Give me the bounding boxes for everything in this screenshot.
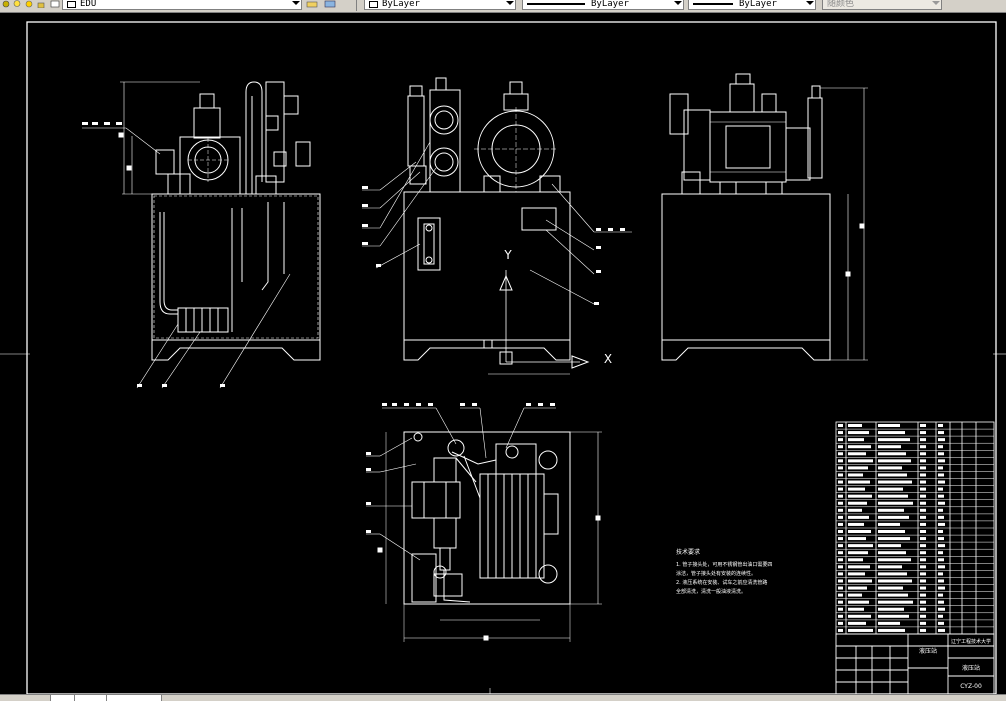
tech-req-line-2: 涂洁，管子接头处有安装的连续性。 [676, 570, 756, 577]
title-block: 液压站 辽宁工程技术大学 液压站 CYZ-00 [835, 421, 995, 695]
lightbulb-icon[interactable] [12, 0, 22, 8]
layer-state-icon[interactable] [1, 0, 11, 8]
plotstyle-dropdown[interactable]: 随颜色 [822, 0, 942, 10]
technical-requirements: 技术要求 1. 管子接头处，可用不锈钢管出油口需要四 涂洁，管子接头处有安装的连… [676, 548, 772, 595]
layout-tab-bar [0, 694, 1006, 701]
end-tank [661, 193, 831, 341]
linetype-dropdown[interactable]: ByLayer [522, 0, 684, 10]
side-view-labels [362, 186, 625, 305]
front-view [82, 81, 321, 389]
sun-freeze-icon[interactable] [24, 0, 34, 8]
chevron-down-icon [506, 1, 514, 5]
tab-layout-2[interactable] [106, 695, 162, 701]
linetype-dropdown-value: ByLayer [591, 0, 629, 9]
chevron-down-icon [674, 1, 682, 5]
axis-y-label: Y [503, 248, 512, 262]
make-current-layer-icon[interactable] [306, 0, 319, 8]
school-name: 辽宁工程技术大学 [951, 638, 991, 645]
chevron-down-icon [932, 1, 940, 5]
lock-icon[interactable] [36, 0, 46, 8]
tech-req-title: 技术要求 [676, 548, 700, 556]
plotstyle-dropdown-value: 随颜色 [827, 0, 855, 9]
side-tank [403, 191, 571, 341]
end-motor [709, 111, 787, 183]
drawing-canvas[interactable]: Y X [0, 12, 1006, 696]
tech-req-line-4: 全部清洗，清洗一般油液清洗。 [676, 588, 746, 595]
front-tank-feet [151, 340, 321, 361]
linetype-preview [527, 3, 585, 5]
tech-req-line-3: 2. 液压系统在安装、试车之前应清洗管路 [676, 579, 767, 586]
side-sight-glass [417, 217, 441, 271]
toolbar-separator [356, 0, 357, 11]
plan-view [366, 407, 602, 642]
color-swatch [369, 1, 378, 8]
front-tank [151, 193, 321, 341]
lineweight-dropdown-value: ByLayer [739, 0, 777, 9]
lineweight-dropdown[interactable]: ByLayer [688, 0, 816, 10]
drawing-name: 液压站 [919, 647, 937, 655]
tab-model[interactable] [50, 695, 76, 701]
plan-view-labels [366, 403, 555, 533]
lineweight-preview [693, 3, 733, 5]
properties-toolbar: EDU ByLayer ByLayer ByLayer 随颜色 [0, 0, 1006, 13]
tech-req-line-1: 1. 管子接头处，可用不锈钢管出油口需要四 [676, 561, 772, 568]
color-dropdown-value: ByLayer [382, 0, 420, 9]
color-swatch-icon[interactable] [50, 0, 60, 8]
drawing-code: CYZ-00 [960, 683, 982, 690]
parts-list [835, 421, 995, 635]
layer-dropdown[interactable]: EDU [62, 0, 302, 10]
layer-dropdown-value: EDU [80, 0, 97, 9]
cad-drawing[interactable]: Y X [0, 12, 1006, 696]
plan-tank [403, 431, 571, 605]
tab-layout-1[interactable] [74, 695, 108, 701]
chevron-down-icon [292, 1, 300, 5]
side-view [362, 77, 632, 375]
axis-x-label: X [604, 352, 612, 366]
end-view [661, 73, 868, 361]
color-dropdown[interactable]: ByLayer [364, 0, 516, 10]
chevron-down-icon [806, 1, 814, 5]
front-view-labels [82, 122, 225, 387]
layer-color-swatch [67, 1, 76, 8]
drawing-number: 液压站 [962, 664, 980, 672]
layer-previous-icon[interactable] [324, 0, 337, 8]
front-filter [177, 307, 229, 333]
